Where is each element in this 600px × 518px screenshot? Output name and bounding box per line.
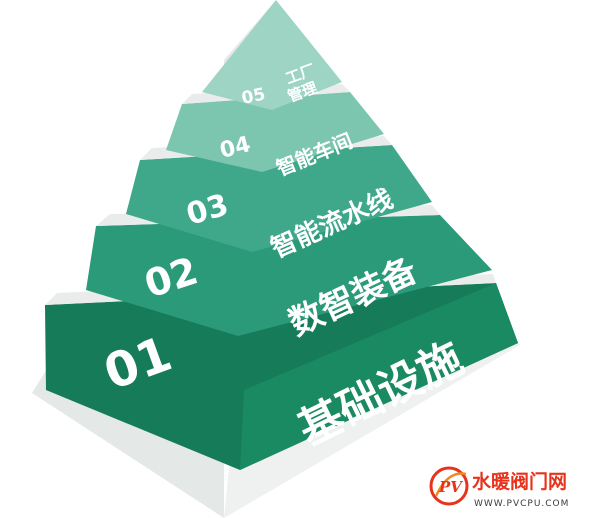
watermark-title: 水暖阀门网 (472, 470, 567, 493)
tier-03-front (126, 145, 432, 252)
brand-logo: PV (429, 466, 469, 506)
tier-02-front (86, 215, 492, 336)
tier-05-number: 05 (240, 84, 267, 108)
logo-text: PV (438, 478, 463, 496)
site-watermark: PV 水暖阀门网 WWW.PVCPU.COM (429, 466, 569, 509)
tier-05-front (202, 0, 342, 110)
tier-04-front (166, 92, 384, 172)
watermark-url: WWW.PVCPU.COM (474, 499, 569, 509)
tier-01-right (240, 283, 518, 470)
tier-05 (202, 0, 342, 110)
